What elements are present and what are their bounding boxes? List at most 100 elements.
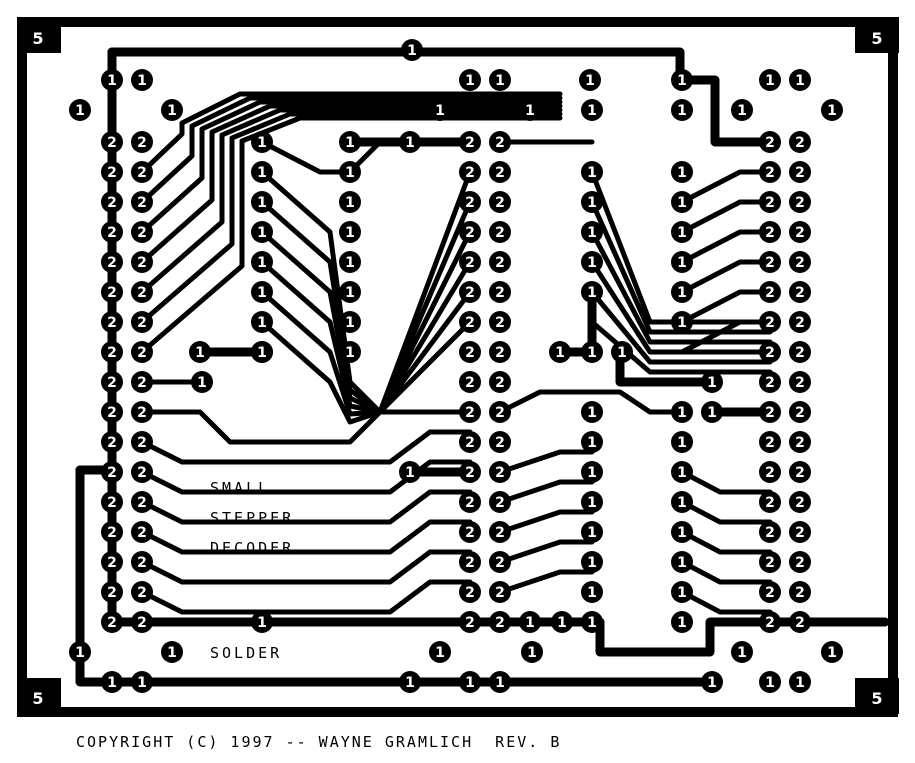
pad-number: 2 bbox=[107, 525, 117, 541]
pad: 1 bbox=[429, 99, 451, 121]
pad-number: 1 bbox=[587, 585, 597, 601]
pad: 2 bbox=[789, 371, 811, 393]
pad-number: 2 bbox=[137, 225, 147, 241]
pad-number: 1 bbox=[557, 615, 567, 631]
pad-number: 1 bbox=[405, 465, 415, 481]
pad: 2 bbox=[759, 521, 781, 543]
pad: 2 bbox=[459, 191, 481, 213]
pad: 2 bbox=[101, 341, 123, 363]
pad: 1 bbox=[189, 341, 211, 363]
pad: 2 bbox=[489, 461, 511, 483]
pad: 1 bbox=[101, 69, 123, 91]
pad: 1 bbox=[581, 191, 603, 213]
pad: 2 bbox=[459, 491, 481, 513]
pad-number: 1 bbox=[827, 645, 837, 661]
pad: 1 bbox=[581, 341, 603, 363]
trace bbox=[497, 479, 595, 505]
pad-number: 1 bbox=[737, 645, 747, 661]
pad: 1 bbox=[399, 671, 421, 693]
pad: 2 bbox=[489, 431, 511, 453]
pad: 1 bbox=[581, 461, 603, 483]
pad: 2 bbox=[101, 461, 123, 483]
pad: 1 bbox=[671, 581, 693, 603]
pad-number: 1 bbox=[75, 645, 85, 661]
pad-number: 2 bbox=[137, 435, 147, 451]
trace bbox=[679, 529, 773, 555]
pad-number: 1 bbox=[677, 555, 687, 571]
pad: 2 bbox=[131, 251, 153, 273]
trace bbox=[589, 289, 773, 365]
pad: 1 bbox=[581, 431, 603, 453]
pad-number: 2 bbox=[795, 255, 805, 271]
pad-number: 2 bbox=[465, 255, 475, 271]
pad-number: 2 bbox=[465, 195, 475, 211]
pad-number: 1 bbox=[677, 225, 687, 241]
pad-number: 2 bbox=[107, 135, 117, 151]
pad: 2 bbox=[101, 401, 123, 423]
trace bbox=[139, 95, 563, 205]
pad: 2 bbox=[131, 371, 153, 393]
pad: 1 bbox=[731, 99, 753, 121]
pad: 2 bbox=[759, 281, 781, 303]
pad-number: 1 bbox=[137, 675, 147, 691]
pad-number: 2 bbox=[495, 255, 505, 271]
pad: 2 bbox=[459, 161, 481, 183]
pad: 2 bbox=[789, 191, 811, 213]
pad: 2 bbox=[131, 581, 153, 603]
pad-number: 1 bbox=[435, 103, 445, 119]
pad: 2 bbox=[131, 611, 153, 633]
pad-number: 2 bbox=[465, 135, 475, 151]
pad: 1 bbox=[339, 251, 361, 273]
pad: 2 bbox=[759, 311, 781, 333]
pad: 1 bbox=[671, 611, 693, 633]
pad-number: 2 bbox=[765, 585, 775, 601]
pad: 2 bbox=[459, 251, 481, 273]
pad-number: 1 bbox=[137, 73, 147, 89]
pad: 1 bbox=[339, 131, 361, 153]
pad: 2 bbox=[489, 521, 511, 543]
pad-number: 1 bbox=[765, 675, 775, 691]
pad: 1 bbox=[671, 221, 693, 243]
pad-number: 1 bbox=[167, 103, 177, 119]
pad: 1 bbox=[399, 131, 421, 153]
pad-number: 2 bbox=[495, 195, 505, 211]
pad: 1 bbox=[581, 161, 603, 183]
pad: 2 bbox=[101, 311, 123, 333]
pad: 2 bbox=[759, 251, 781, 273]
pad-number: 2 bbox=[795, 285, 805, 301]
pad-number: 2 bbox=[765, 345, 775, 361]
pad: 2 bbox=[101, 131, 123, 153]
pad: 1 bbox=[251, 191, 273, 213]
corner-mark-bottom-left bbox=[17, 678, 61, 714]
pad-number: 1 bbox=[257, 135, 267, 151]
pad-number: 1 bbox=[587, 555, 597, 571]
pad-number: 2 bbox=[795, 585, 805, 601]
pad: 1 bbox=[251, 161, 273, 183]
pad: 2 bbox=[489, 251, 511, 273]
pad-number: 1 bbox=[345, 165, 355, 181]
pad: 2 bbox=[101, 431, 123, 453]
pad-number: 2 bbox=[495, 345, 505, 361]
pad-number: 2 bbox=[137, 465, 147, 481]
pad-number: 1 bbox=[587, 103, 597, 119]
pad: 2 bbox=[489, 611, 511, 633]
pad-number: 2 bbox=[495, 285, 505, 301]
pad: 2 bbox=[789, 131, 811, 153]
pad: 2 bbox=[759, 161, 781, 183]
pad: 2 bbox=[489, 281, 511, 303]
pad-number: 2 bbox=[495, 615, 505, 631]
pad-number: 1 bbox=[737, 103, 747, 119]
pad-number: 1 bbox=[75, 103, 85, 119]
pad: 2 bbox=[759, 341, 781, 363]
pad: 1 bbox=[131, 671, 153, 693]
pad: 1 bbox=[821, 99, 843, 121]
trace bbox=[139, 115, 563, 355]
pad: 1 bbox=[551, 611, 573, 633]
pad-number: 2 bbox=[795, 405, 805, 421]
pad: 2 bbox=[789, 251, 811, 273]
pad: 1 bbox=[759, 69, 781, 91]
pad-number: 2 bbox=[495, 135, 505, 151]
pad-number: 2 bbox=[765, 555, 775, 571]
pad: 1 bbox=[251, 281, 273, 303]
pad: 1 bbox=[579, 69, 601, 91]
